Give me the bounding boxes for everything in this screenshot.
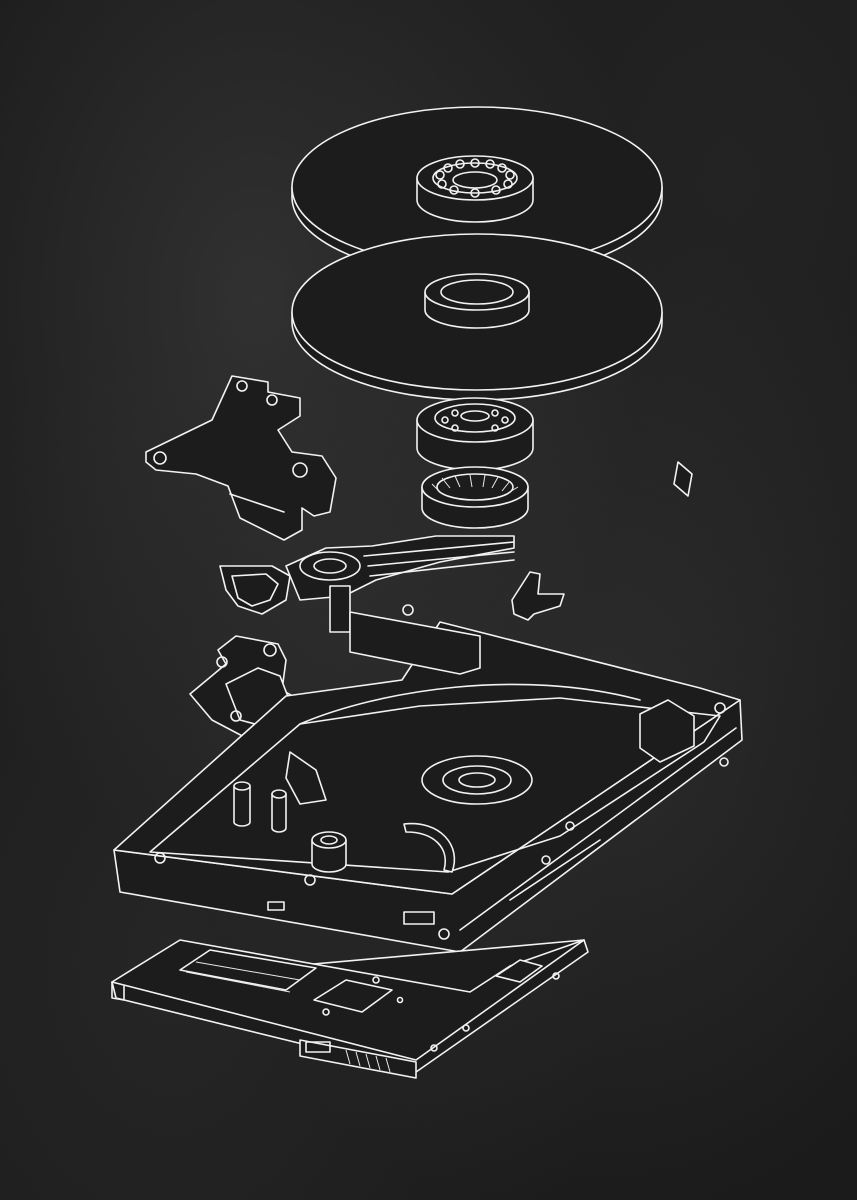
memory-chip xyxy=(313,979,393,1013)
motor-driver-chip xyxy=(495,959,543,983)
spindle-hub xyxy=(416,397,534,471)
controller-chip xyxy=(179,949,317,991)
clamp-screw-holes xyxy=(435,158,515,198)
top-magnet-plate xyxy=(145,375,337,541)
small-latch-piece xyxy=(673,461,693,497)
circuit-board xyxy=(111,939,589,1079)
bottom-platter xyxy=(291,233,663,401)
spindle-clamp xyxy=(416,155,534,223)
drive-base-casting xyxy=(113,611,743,953)
actuator-arm-assembly xyxy=(219,535,515,633)
spindle-motor-stator xyxy=(421,466,529,529)
ramp-latch-bracket xyxy=(511,571,565,621)
